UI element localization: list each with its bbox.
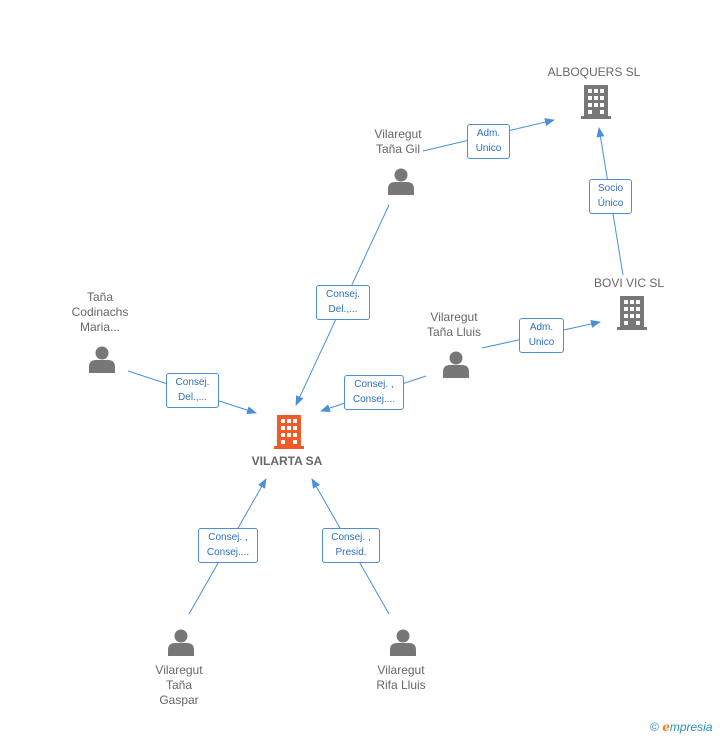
person-icon-gil[interactable] — [388, 168, 414, 196]
node-label-maria[interactable]: Taña Codinachs Maria... — [71, 290, 129, 334]
node-label-vilarta[interactable]: VILARTA SA — [251, 454, 323, 468]
building-icon-bovi[interactable] — [617, 296, 647, 330]
edge-label-gil-alboquers[interactable]: Adm. Unico — [467, 124, 510, 159]
edge-label-gaspar-vilarta[interactable]: Consej. , Consej.... — [198, 528, 258, 563]
node-label-gil[interactable]: Vilaregut Taña Gil — [374, 127, 422, 156]
edge-label-lluis-vilarta[interactable]: Consej. , Consej.... — [344, 375, 404, 410]
edge-label-rifa-vilarta[interactable]: Consej. , Presid. — [322, 528, 380, 563]
building-icon-alboquers[interactable] — [581, 85, 611, 119]
building-icon-vilarta[interactable] — [274, 415, 304, 449]
brand-text: mpresia — [669, 720, 713, 734]
node-label-gaspar[interactable]: Vilaregut Taña Gaspar — [155, 663, 203, 707]
person-icon-maria[interactable] — [89, 346, 115, 374]
person-icon-rifa[interactable] — [390, 629, 416, 657]
copyright-icon: © — [650, 720, 659, 734]
person-icon-gaspar[interactable] — [168, 629, 194, 657]
edge-label-maria-vilarta[interactable]: Consej. Del.,... — [166, 373, 219, 408]
edge-label-gil-vilarta[interactable]: Consej. Del.,... — [316, 285, 370, 320]
person-icon-lluis[interactable] — [443, 351, 469, 379]
edge-label-lluis-bovi[interactable]: Adm. Unico — [519, 318, 564, 353]
brand-mark: e — [662, 720, 670, 734]
node-label-lluis[interactable]: Vilaregut Taña Lluis — [426, 310, 482, 339]
node-label-rifa[interactable]: Vilaregut Rifa Lluis — [376, 663, 426, 692]
edge-label-bovi-alboquers[interactable]: Socio Único — [589, 179, 632, 214]
node-label-alboquers[interactable]: ALBOQUERS SL — [547, 65, 641, 79]
node-label-bovi[interactable]: BOVI VIC SL — [593, 276, 665, 290]
brand-footer[interactable]: © empresia — [650, 720, 713, 734]
